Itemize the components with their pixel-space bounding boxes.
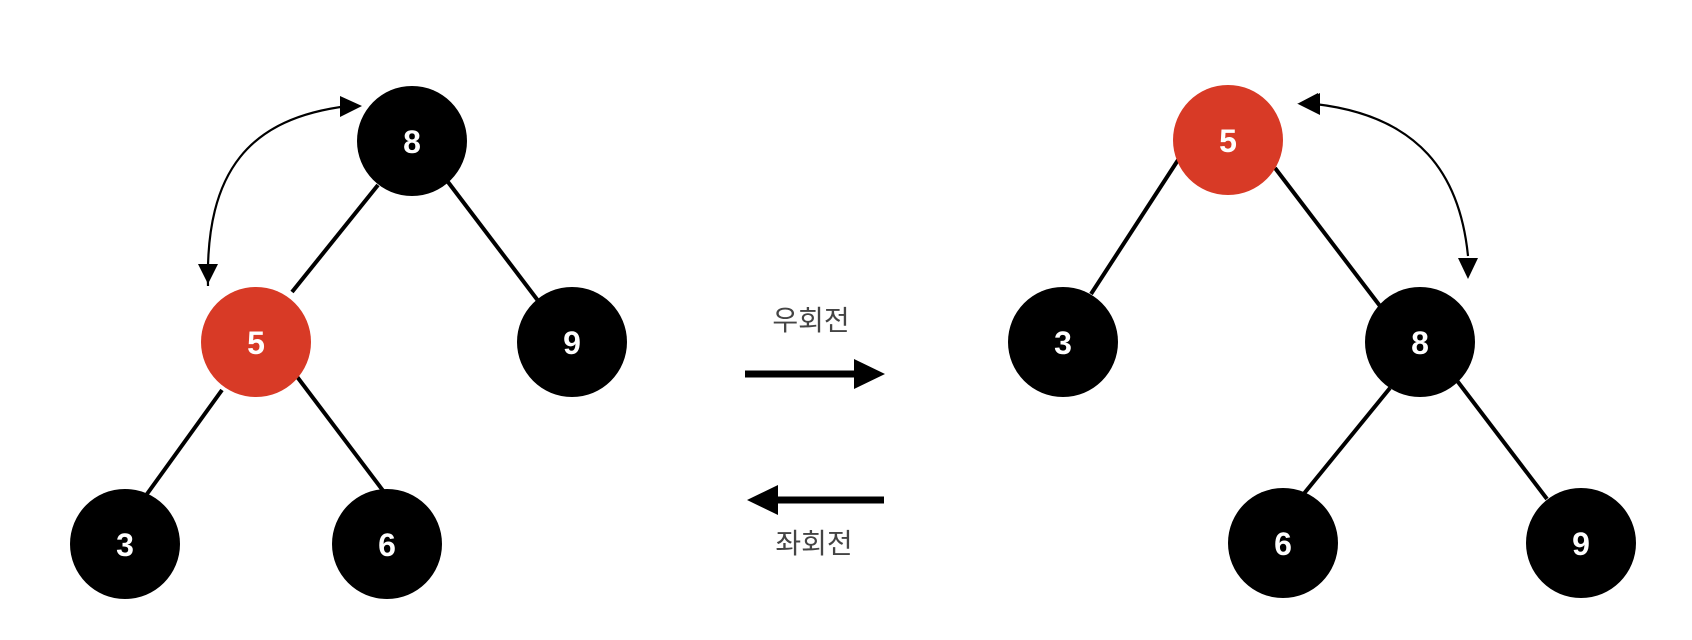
left-edge-5-3 xyxy=(145,388,224,496)
left-rotation-arrowhead xyxy=(747,485,778,515)
right-node-3: 3 xyxy=(1008,287,1118,397)
left-edge-8-5 xyxy=(290,183,380,294)
left-node-9: 9 xyxy=(517,287,627,397)
left-swap-curve xyxy=(206,104,349,287)
left-edge-8-9 xyxy=(446,180,541,304)
right-node-9: 9 xyxy=(1526,488,1636,598)
right-tree: 5 3 8 6 9 xyxy=(1008,85,1636,598)
right-edge-8-6 xyxy=(1300,386,1392,498)
left-node-8-label: 8 xyxy=(403,124,421,160)
right-node-3-label: 3 xyxy=(1054,325,1072,361)
left-node-8: 8 xyxy=(357,86,467,196)
left-node-6: 6 xyxy=(332,489,442,599)
left-node-3: 3 xyxy=(70,489,180,599)
right-swap-arrowhead-bottom xyxy=(1458,258,1478,279)
right-node-9-label: 9 xyxy=(1572,526,1590,562)
left-edge-5-6 xyxy=(293,372,386,494)
left-node-6-label: 6 xyxy=(378,527,396,563)
right-node-8-label: 8 xyxy=(1411,325,1429,361)
left-rotation-label: 좌회전 xyxy=(775,527,852,560)
right-node-6: 6 xyxy=(1228,488,1338,598)
rotation-operations: 우회전 좌회전 xyxy=(745,304,885,560)
left-node-5: 5 xyxy=(201,287,311,397)
right-swap-curve xyxy=(1314,102,1470,257)
left-swap-arrowhead-bottom xyxy=(198,264,218,284)
left-swap-arrowhead-top xyxy=(340,96,362,117)
left-node-5-label: 5 xyxy=(247,325,265,361)
right-node-5-label: 5 xyxy=(1219,123,1237,159)
right-edge-5-3 xyxy=(1089,155,1182,296)
left-tree: 8 5 9 3 6 xyxy=(70,86,627,599)
left-node-9-label: 9 xyxy=(563,325,581,361)
right-rotation-label: 우회전 xyxy=(772,304,849,337)
right-edge-5-8 xyxy=(1273,166,1382,308)
right-node-8: 8 xyxy=(1365,287,1475,397)
right-node-6-label: 6 xyxy=(1274,526,1292,562)
right-edge-8-9 xyxy=(1453,376,1549,501)
right-swap-arrowhead-top-2 xyxy=(1298,93,1320,115)
left-node-3-label: 3 xyxy=(116,527,134,563)
right-node-5: 5 xyxy=(1173,85,1283,195)
right-rotation-arrowhead xyxy=(854,359,885,389)
